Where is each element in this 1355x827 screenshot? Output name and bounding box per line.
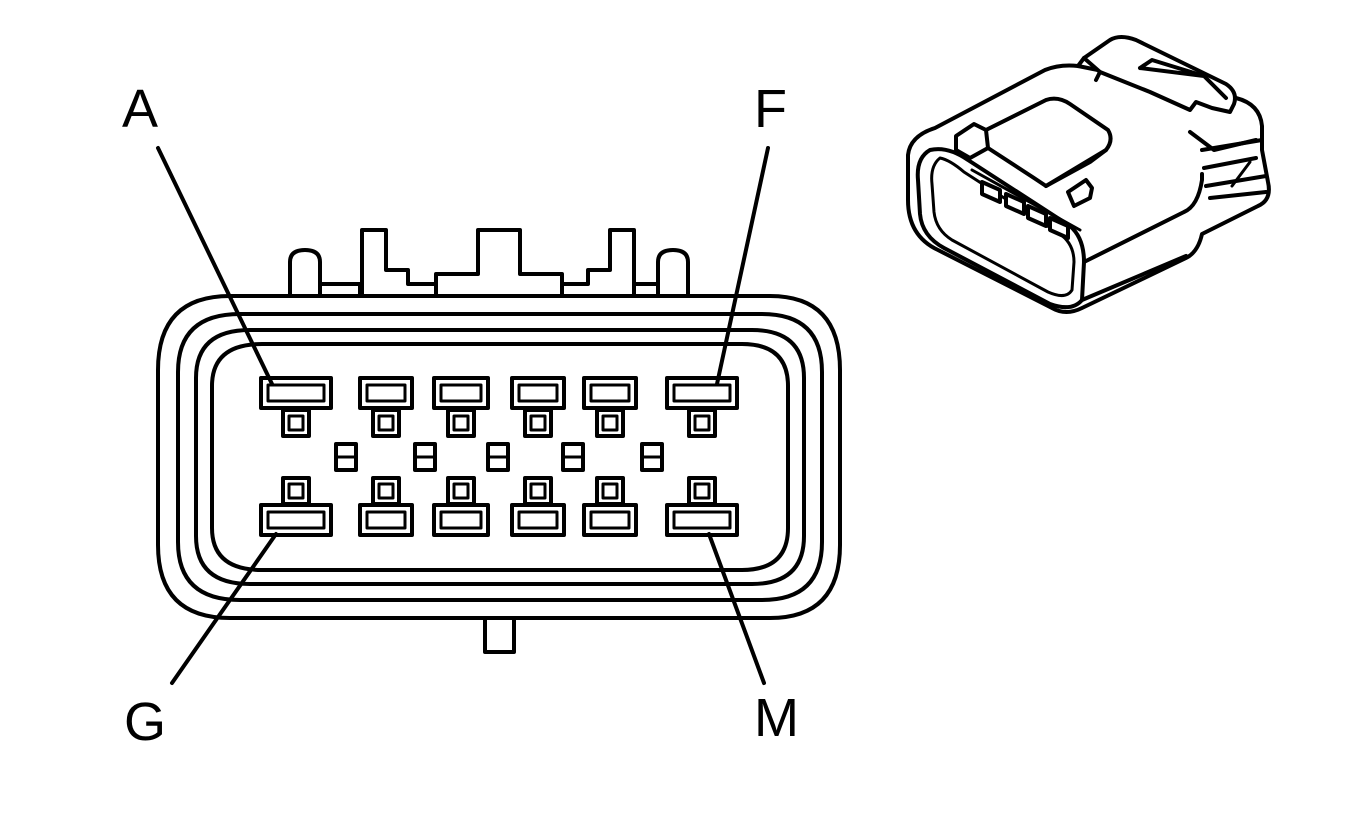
terminal-lock-top-4: [523, 408, 553, 438]
terminal-bottom-4: [510, 503, 566, 537]
center-rib-1: [334, 442, 358, 472]
leader-line-m: [707, 532, 766, 685]
pin-label-a: A: [122, 79, 158, 139]
terminal-lock-bottom-3: [446, 476, 476, 506]
terminal-lock-top-1: [281, 408, 311, 438]
center-rib-3: [486, 442, 510, 472]
terminal-bottom-1: [259, 503, 333, 537]
leader-line-f: [715, 146, 770, 386]
terminal-bottom-3: [432, 503, 490, 537]
center-rib-5: [640, 442, 664, 472]
terminal-lock-top-2: [371, 408, 401, 438]
terminal-bottom-6: [665, 503, 739, 537]
leader-line-g: [170, 532, 278, 685]
terminal-lock-top-5: [595, 408, 625, 438]
terminal-lock-bottom-5: [595, 476, 625, 506]
terminal-top-4: [510, 376, 566, 410]
connector-body: [156, 294, 842, 620]
pin-label-f: F: [754, 79, 787, 139]
terminal-lock-bottom-2: [371, 476, 401, 506]
center-rib-4: [561, 442, 585, 472]
pin-label-m: M: [754, 688, 799, 748]
pin-label-g: G: [124, 692, 166, 752]
terminal-lock-bottom-6: [687, 476, 717, 506]
center-rib-2: [413, 442, 437, 472]
terminal-lock-top-6: [687, 408, 717, 438]
terminal-cavities: [259, 376, 739, 537]
terminal-lock-top-3: [446, 408, 476, 438]
terminal-bottom-5: [582, 503, 638, 537]
leader-lines: [156, 146, 770, 685]
terminal-top-5: [582, 376, 638, 410]
terminal-top-2: [358, 376, 414, 410]
connector-isometric-view: [906, 35, 1271, 314]
terminal-lock-bottom-1: [281, 476, 311, 506]
terminal-bottom-2: [358, 503, 414, 537]
terminal-top-6: [665, 376, 739, 410]
connector-bottom-key: [483, 618, 516, 654]
leader-line-a: [156, 146, 274, 386]
terminal-top-3: [432, 376, 490, 410]
terminal-lock-bottom-4: [523, 476, 553, 506]
connector-top-latch: [288, 228, 690, 298]
